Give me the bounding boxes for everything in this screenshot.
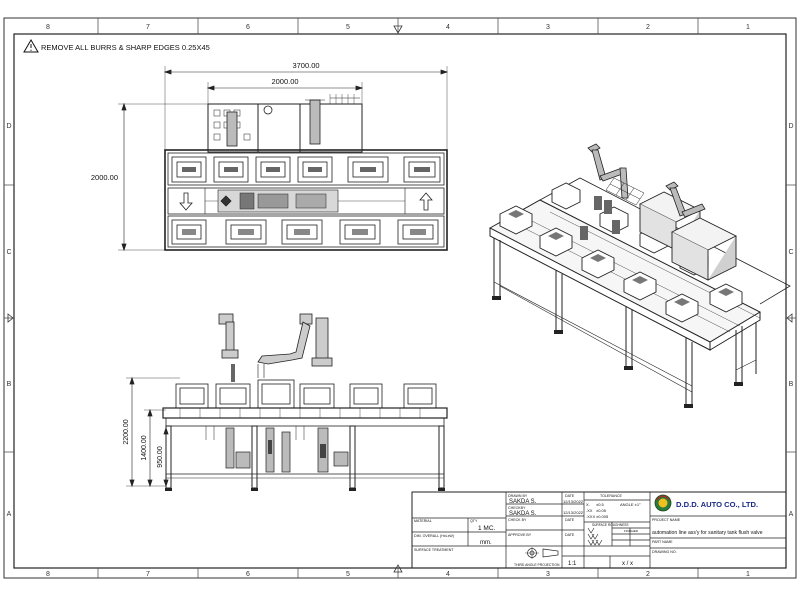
checked-by-value: SAKDA S. (509, 511, 537, 517)
zone-numbers-bottom: 8 7 6 5 4 3 2 1 (46, 571, 750, 578)
zone-number: 2 (646, 571, 650, 578)
zone-letter: A (789, 511, 794, 518)
dimension-height-1400: 1400.00 (141, 435, 148, 460)
zone-letter: A (7, 511, 12, 518)
zone-letters-left: D C B A (6, 123, 11, 518)
sheet-value: x / x (622, 561, 633, 567)
drawn-by-value: SAKDA S. (509, 499, 537, 505)
material-label: MATERIAL (414, 519, 432, 523)
side-view (126, 313, 448, 491)
tolerance-row-1-value: ±0.5 (596, 502, 605, 507)
check-date-label: DATE (565, 518, 575, 522)
zone-number: 7 (146, 24, 150, 31)
dimension-inner-width: 2000.00 (271, 77, 298, 86)
tolerance-row-3-value: ±0.005 (596, 514, 609, 519)
zone-number: 4 (446, 24, 450, 31)
projection-symbol (525, 547, 559, 559)
tolerance-row-1-key: X. (586, 502, 590, 507)
zone-number: 1 (746, 571, 750, 578)
scale-value: 1:1 (568, 561, 577, 567)
tolerance-row-3-key: .XXX (586, 514, 595, 519)
dimension-overall-width: 3700.00 (292, 61, 319, 70)
tolerance-row-2-key: .XX (586, 508, 593, 513)
drawing-no-label: DRAWING NO. (652, 550, 677, 554)
checked-by-label: CHECKBY (508, 506, 526, 510)
arrow-down-icon (179, 192, 193, 211)
company-logo (654, 494, 672, 512)
dimension-height-950: 950.00 (157, 446, 164, 468)
zone-number: 5 (346, 571, 350, 578)
zone-number: 8 (46, 24, 50, 31)
top-view (118, 66, 449, 252)
qty-value: 1 MC. (478, 525, 496, 532)
side-view-dimensions: 2200.00 1400.00 950.00 (123, 419, 164, 467)
zone-letters-right: D C B A (788, 123, 793, 518)
top-view-dimensions: 3700.00 2000.00 2000.00 (91, 61, 320, 182)
project-name: automation line ass'y for sanitary tank … (652, 530, 763, 536)
zone-number: 5 (346, 24, 350, 31)
checked-date: 12/13/2022 (563, 510, 584, 515)
zone-number: 3 (546, 571, 550, 578)
drawn-date-label: DATE (565, 494, 575, 498)
sheet-outer-border (3, 17, 797, 579)
zone-letter: D (788, 123, 793, 130)
centering-marks (7, 25, 793, 573)
zone-number: 7 (146, 571, 150, 578)
zone-number: 3 (546, 24, 550, 31)
zone-letter: C (788, 249, 793, 256)
unit-value: mm. (480, 540, 492, 546)
dimension-overall-height: 2200.00 (123, 419, 130, 444)
roughness-label: SURFACE ROUGHNESS (592, 523, 628, 527)
approved-date-label: DATE (565, 533, 575, 537)
project-name-label: PROJECT NAME (652, 518, 681, 522)
drawn-by-label: DRAWN BY (508, 494, 528, 498)
tolerance-row-2-value: ±0.05 (596, 508, 607, 513)
projection-label: THIRD ANGLE PROJECTION (514, 563, 560, 567)
isometric-view (488, 143, 791, 408)
approved-by-label: APPROVE BY (508, 533, 532, 537)
zone-letter: C (6, 249, 11, 256)
arrow-up-icon (419, 192, 433, 211)
dimension-overall-label: DIM. OVERALL (HxLxW) (414, 534, 454, 538)
zone-number: 2 (646, 24, 650, 31)
surface-treatment-label: SURFACE TREATMENT (414, 548, 454, 552)
title-block (411, 491, 787, 569)
part-name-label: PART NAME (652, 540, 673, 544)
qty-label: QTY (470, 519, 478, 523)
note-text: REMOVE ALL BURRS & SHARP EDGES 0.25X45 (41, 43, 210, 52)
zone-number: 8 (46, 571, 50, 578)
finish-label: FINISHED (624, 529, 639, 533)
zone-letter: B (7, 381, 12, 388)
title-block-text: DRAWN BY SAKDA S. DATE 12/13/2022 CHECKB… (414, 494, 763, 567)
zone-letter: D (6, 123, 11, 130)
tolerance-label: TOLERANCE (600, 494, 623, 498)
dimension-depth: 2000.00 (91, 173, 118, 182)
zone-number: 6 (246, 571, 250, 578)
note: REMOVE ALL BURRS & SHARP EDGES 0.25X45 (23, 39, 210, 53)
zone-number: 1 (746, 24, 750, 31)
warning-icon (23, 39, 39, 53)
zone-number: 6 (246, 24, 250, 31)
zone-numbers-top: 8 7 6 5 4 3 2 1 (46, 24, 750, 31)
zone-number: 4 (446, 571, 450, 578)
angle-label: ANGLE ±1° (620, 502, 641, 507)
zone-ticks (4, 18, 796, 578)
check-by-label: CHECK BY (508, 518, 527, 522)
drawn-date: 12/13/2022 (563, 499, 584, 504)
zone-letter: B (789, 381, 794, 388)
company-name: D.D.D. AUTO CO., LTD. (676, 500, 758, 509)
